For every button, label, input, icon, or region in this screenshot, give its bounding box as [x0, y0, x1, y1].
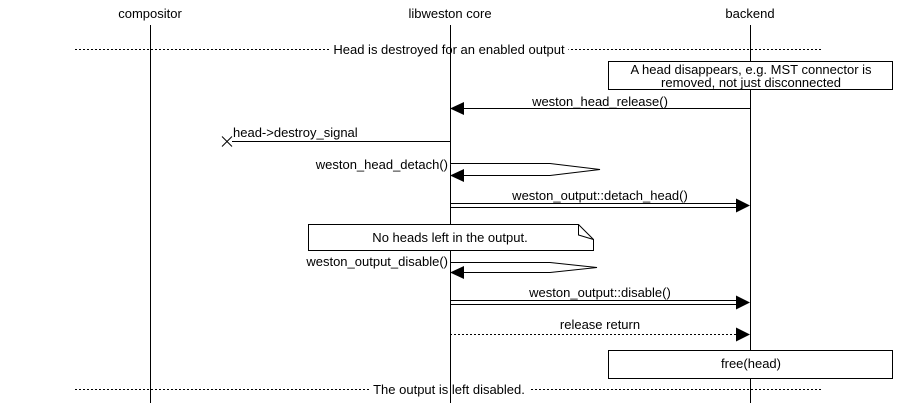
message-label-release-return: release return — [559, 317, 641, 332]
lifeline-backend — [750, 25, 751, 403]
message-label-disable: weston_output::disable() — [529, 285, 671, 300]
lifeline-label-libweston-core: libweston core — [408, 6, 492, 21]
lifeline-libweston-core — [450, 25, 451, 403]
message-label-head-release: weston_head_release() — [532, 94, 668, 109]
self-call-loop-output-disable — [450, 262, 598, 273]
lifeline-label-compositor: compositor — [118, 6, 182, 21]
message-label-output-disable: weston_output_disable() — [306, 254, 448, 269]
divider-bottom-label: The output is left disabled. — [369, 382, 529, 397]
box-free-head-text: free(head) — [721, 356, 781, 371]
note-no-heads-text: No heads left in the output. — [372, 230, 528, 245]
divider-top-label: Head is destroyed for an enabled output — [329, 42, 569, 57]
message-label-destroy-signal: head->destroy_signal — [233, 125, 358, 140]
note-fold-icon — [578, 224, 594, 240]
box-head-disappears-text: A head disappears, e.g. MST connector is… — [609, 63, 893, 89]
lifeline-label-backend: backend — [725, 6, 775, 21]
arrowhead-left-icon — [450, 169, 464, 182]
message-label-detach-head: weston_output::detach_head() — [512, 188, 688, 203]
arrowhead-right-icon — [736, 198, 750, 213]
lost-message-cross-icon — [221, 136, 233, 147]
arrowhead-left-icon — [450, 266, 464, 279]
arrowhead-right-icon — [736, 327, 750, 342]
self-call-loop-head-detach — [450, 163, 601, 176]
box-head-disappears-line2: removed, not just disconnected — [661, 75, 841, 90]
arrowhead-right-icon — [736, 295, 750, 310]
message-label-head-detach: weston_head_detach() — [315, 157, 448, 172]
arrowhead-left-icon — [450, 102, 464, 115]
lifeline-compositor — [150, 25, 151, 403]
